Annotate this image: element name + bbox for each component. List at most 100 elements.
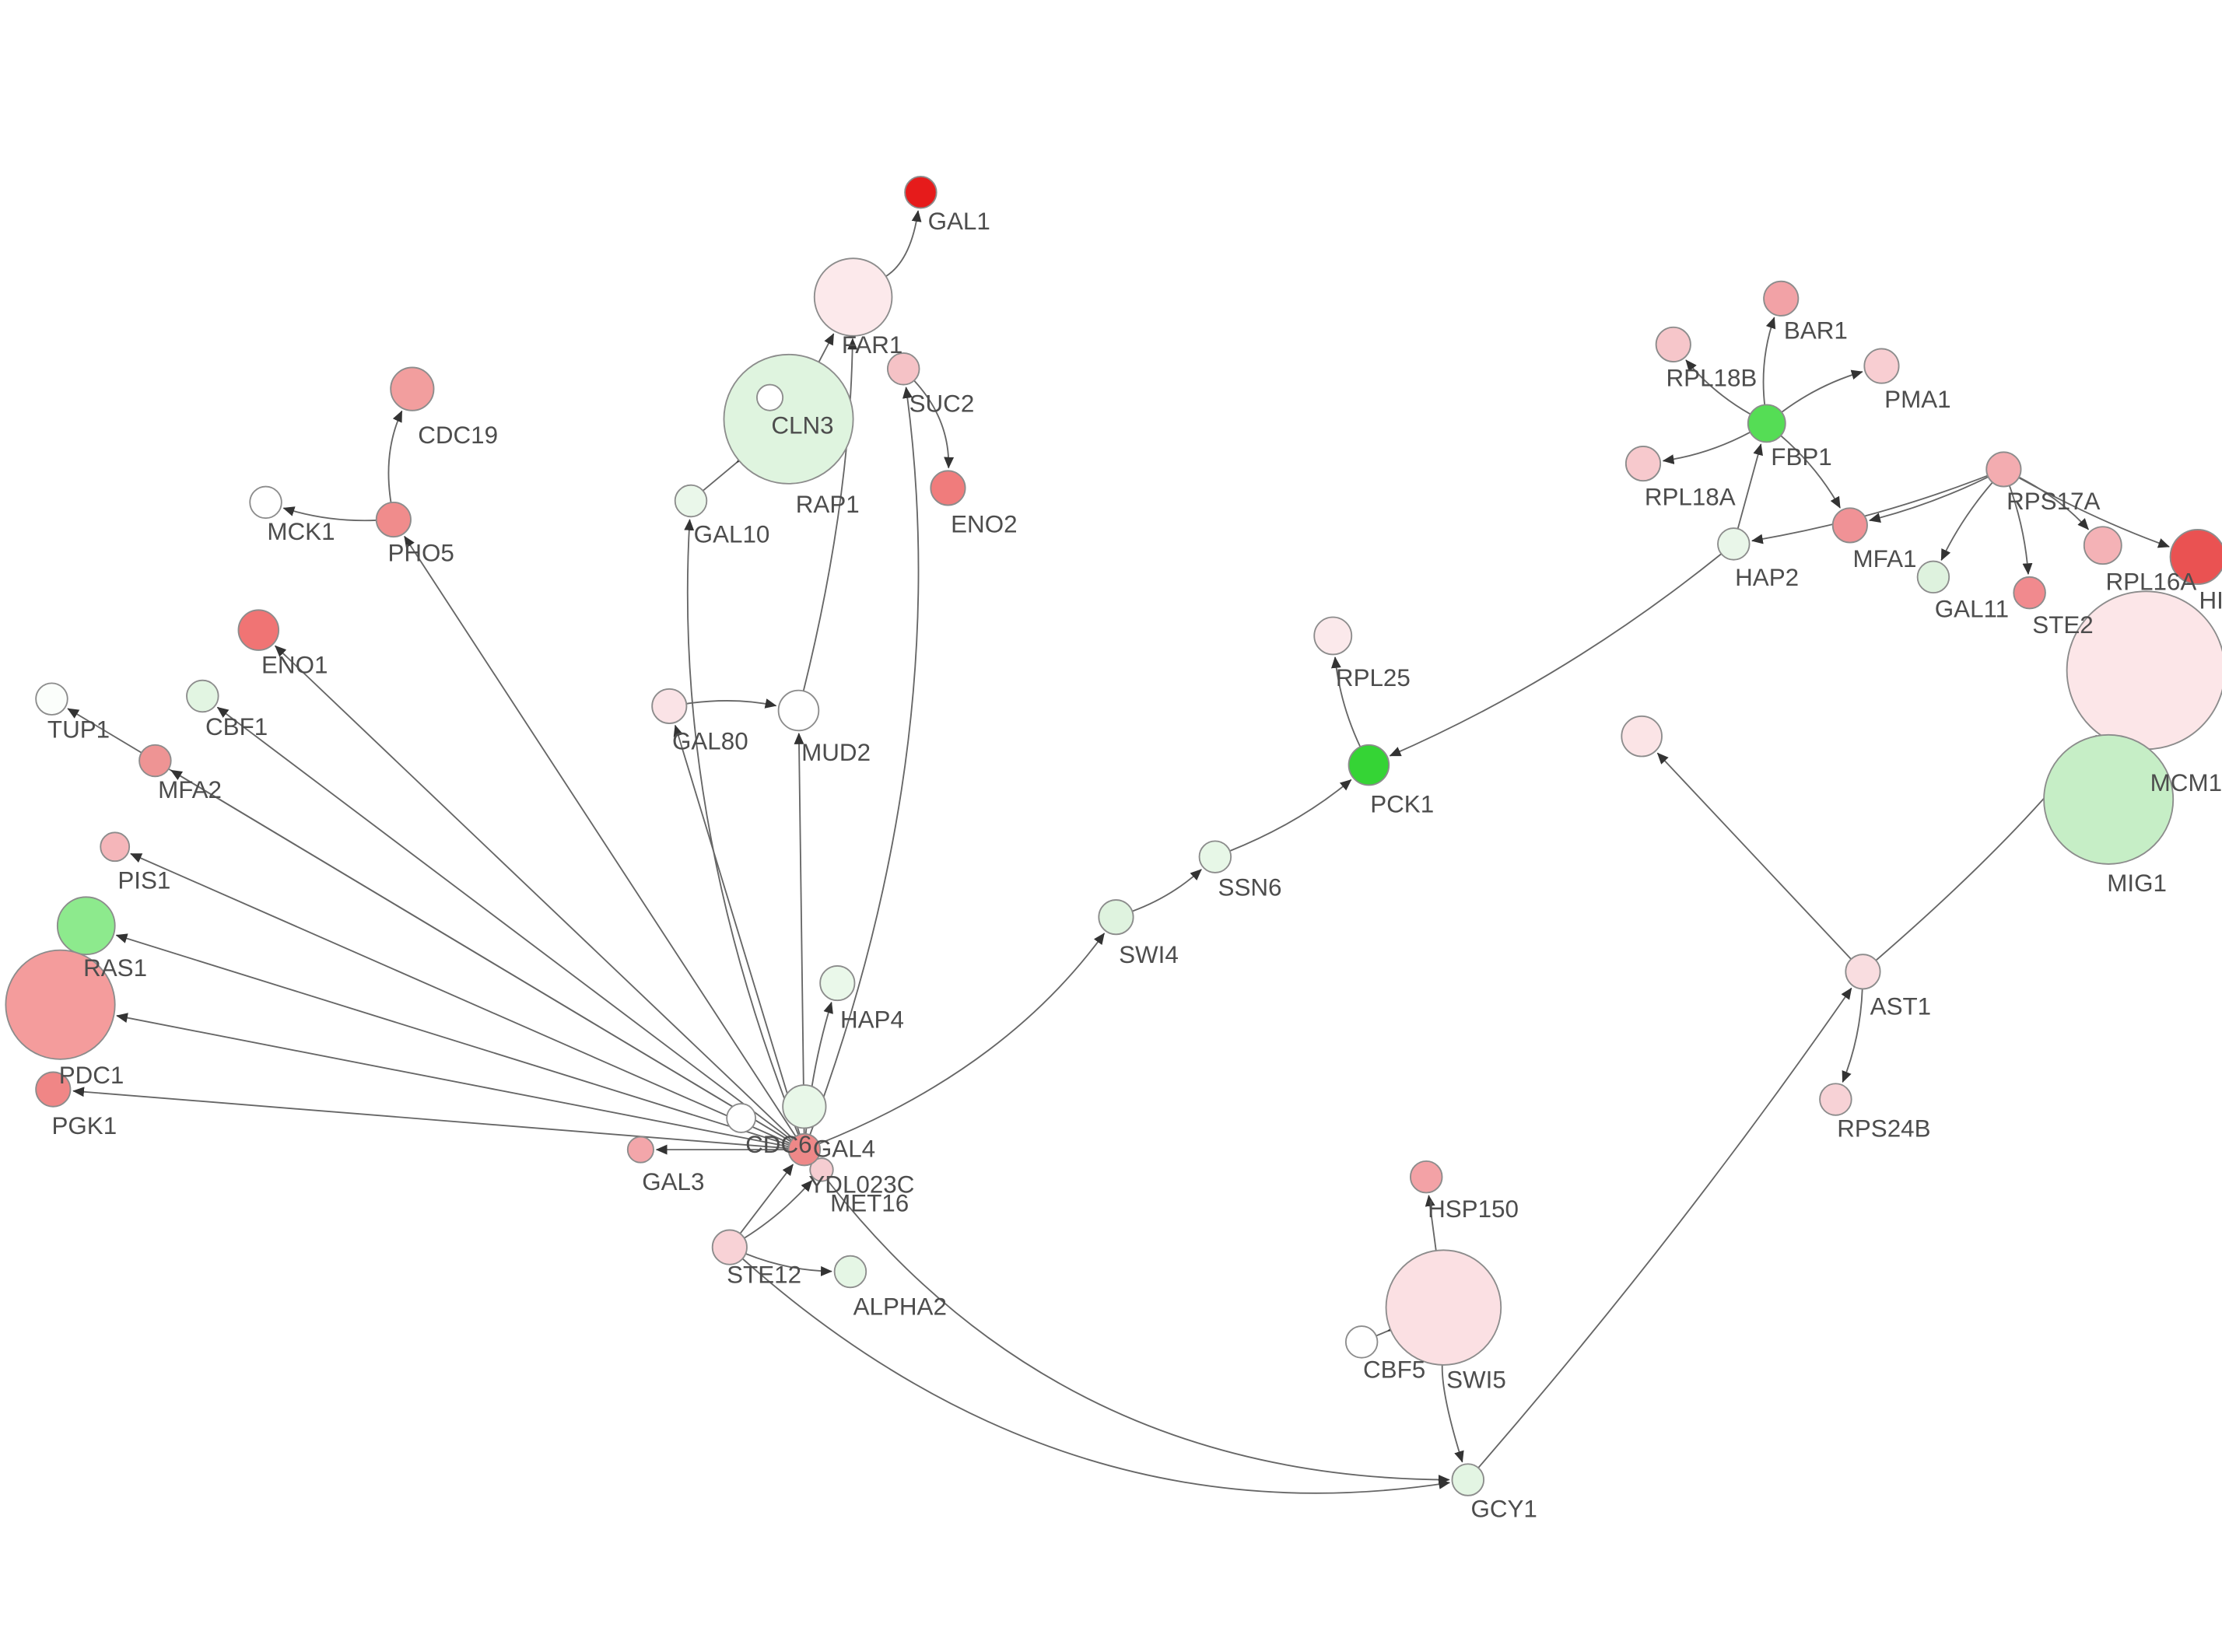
node-FBP1[interactable]	[1747, 404, 1786, 443]
edge-PHO5-CDC19[interactable]	[387, 410, 403, 503]
node-NODE1[interactable]	[1621, 715, 1663, 758]
edge-GAL4-CBF1[interactable]	[216, 706, 793, 1141]
edge-GAL4-GAL80[interactable]	[673, 724, 801, 1136]
edge-STE12-MET16[interactable]	[744, 1180, 813, 1239]
node-RAS1[interactable]	[56, 896, 116, 956]
node-YDL023C[interactable]	[782, 1084, 827, 1129]
edge-MUD2-FAR1[interactable]	[802, 338, 858, 691]
node-HAP2[interactable]	[1717, 527, 1751, 561]
node-MET16[interactable]	[809, 1157, 834, 1182]
edge-HAP2-FBP1[interactable]	[1737, 443, 1763, 530]
node-GAL11[interactable]	[1916, 560, 1950, 594]
edge-GAL4-MFA2[interactable]	[170, 769, 791, 1143]
edge-FAR1-GAL1[interactable]	[885, 210, 922, 278]
edge-PCK1-RPL25[interactable]	[1330, 656, 1362, 747]
edge-FBP1-PMA1[interactable]	[1781, 369, 1863, 413]
edge-FBP1-RPL18A[interactable]	[1662, 431, 1751, 464]
edge-GAL4-PDC1[interactable]	[116, 1013, 790, 1148]
node-MUD2[interactable]	[777, 689, 820, 732]
edge-FBP1-RPL18B[interactable]	[1685, 359, 1751, 415]
node-label-YDL023C: YDL023C	[808, 1171, 914, 1198]
edge-SUC2-ENO2[interactable]	[913, 380, 955, 469]
edge-RPS17A-MFA1[interactable]	[1869, 476, 1989, 523]
edge-RPS17A-GAL11[interactable]	[1940, 481, 1993, 562]
node-AST1[interactable]	[1845, 954, 1881, 990]
node-MCK1[interactable]	[249, 485, 282, 520]
node-RAP1[interactable]	[756, 383, 784, 411]
node-ENO1[interactable]	[237, 609, 280, 651]
edge-GAL4-RAS1[interactable]	[115, 933, 790, 1146]
edge-GAL4-ENO1[interactable]	[275, 645, 794, 1139]
node-MFA2[interactable]	[138, 744, 172, 778]
edge-CLN3-FAR1[interactable]	[818, 333, 835, 362]
edge-RPS17A-HAP2[interactable]	[1751, 474, 1989, 544]
edge-FBP1-MFA1[interactable]	[1780, 435, 1841, 509]
edge-SSN6-PCK1[interactable]	[1229, 779, 1352, 852]
node-GAL3[interactable]	[626, 1136, 654, 1164]
node-HIS4[interactable]	[2169, 529, 2222, 585]
node-RPS17A[interactable]	[1985, 451, 2022, 488]
node-GAL10[interactable]	[674, 484, 708, 518]
node-FAR1[interactable]	[813, 257, 893, 337]
node-PHO5[interactable]	[375, 501, 412, 538]
node-ALPHA2[interactable]	[833, 1255, 867, 1289]
node-CDC6[interactable]	[726, 1103, 756, 1133]
edge-GAL4-SUC2[interactable]	[809, 387, 920, 1136]
node-RPL25[interactable]	[1313, 616, 1353, 656]
edge-GAL4-MUD2[interactable]	[794, 733, 805, 1134]
node-SSN6[interactable]	[1198, 840, 1232, 873]
node-SWI4[interactable]	[1098, 899, 1134, 936]
edge-STE12-GCY1[interactable]	[741, 1258, 1451, 1494]
edge-SWI4-SSN6[interactable]	[1132, 869, 1202, 912]
node-RPL16A[interactable]	[2083, 526, 2122, 565]
edge-GAL4-PHO5[interactable]	[404, 535, 797, 1137]
edge-STE12-GAL4[interactable]	[739, 1164, 794, 1234]
node-SWI5[interactable]	[1385, 1249, 1502, 1366]
edge-GAL4-PIS1[interactable]	[130, 852, 790, 1144]
node-ENO2[interactable]	[930, 470, 966, 506]
node-GAL80[interactable]	[651, 688, 688, 724]
node-GCY1[interactable]	[1451, 1463, 1485, 1496]
node-HSP150[interactable]	[1410, 1160, 1443, 1194]
node-BAR1[interactable]	[1763, 280, 1800, 317]
node-GAL4[interactable]	[787, 1132, 822, 1167]
edge-PHO5-MCK1[interactable]	[282, 506, 377, 522]
node-STE12[interactable]	[711, 1229, 748, 1265]
edge-FBP1-BAR1[interactable]	[1762, 317, 1776, 405]
edge-GAL4-PGK1[interactable]	[72, 1087, 789, 1150]
edge-AST1-NODE1[interactable]	[1656, 752, 1852, 960]
edge-GAL80-MUD2[interactable]	[686, 698, 777, 709]
node-CBF5[interactable]	[1344, 1325, 1379, 1359]
edge-SWI5-GCY1[interactable]	[1441, 1364, 1464, 1463]
node-CLN3[interactable]	[723, 353, 854, 485]
node-RPS24B[interactable]	[1819, 1083, 1852, 1116]
node-MIG1[interactable]	[2043, 733, 2175, 865]
edge-STE12-ALPHA2[interactable]	[745, 1253, 832, 1276]
node-GAL1[interactable]	[904, 176, 938, 209]
edge-GCY1-AST1[interactable]	[1477, 987, 1852, 1468]
edge-RPS17A-STE2[interactable]	[2008, 485, 2033, 576]
edge-HAP2-PCK1[interactable]	[1389, 553, 1723, 757]
node-MFA1[interactable]	[1831, 507, 1868, 544]
edge-GAL4-GAL10[interactable]	[684, 519, 800, 1136]
edge-RPS17A-HIS4[interactable]	[2018, 477, 2170, 548]
node-RPL18B[interactable]	[1655, 326, 1691, 362]
node-STE2[interactable]	[2013, 576, 2046, 610]
node-RPL18A[interactable]	[1624, 445, 1662, 482]
edge-GAL10-CLN3[interactable]	[702, 451, 748, 492]
edge-SWI5-HSP150[interactable]	[1425, 1195, 1437, 1251]
edge-AST1-RPS24B[interactable]	[1842, 989, 1863, 1083]
node-PCK1[interactable]	[1348, 744, 1390, 786]
node-TUP1[interactable]	[35, 682, 68, 716]
node-CBF1[interactable]	[186, 679, 219, 713]
node-SUC2[interactable]	[887, 352, 920, 386]
edge-GAL4-SWI4[interactable]	[818, 933, 1106, 1145]
node-PMA1[interactable]	[1863, 348, 1900, 384]
edge-GAL4-GCY1[interactable]	[813, 1161, 1450, 1485]
node-HAP4[interactable]	[819, 964, 856, 1002]
node-PGK1[interactable]	[35, 1071, 72, 1108]
node-CDC19[interactable]	[390, 366, 435, 411]
node-PDC1[interactable]	[5, 949, 116, 1060]
node-PIS1[interactable]	[100, 831, 131, 863]
